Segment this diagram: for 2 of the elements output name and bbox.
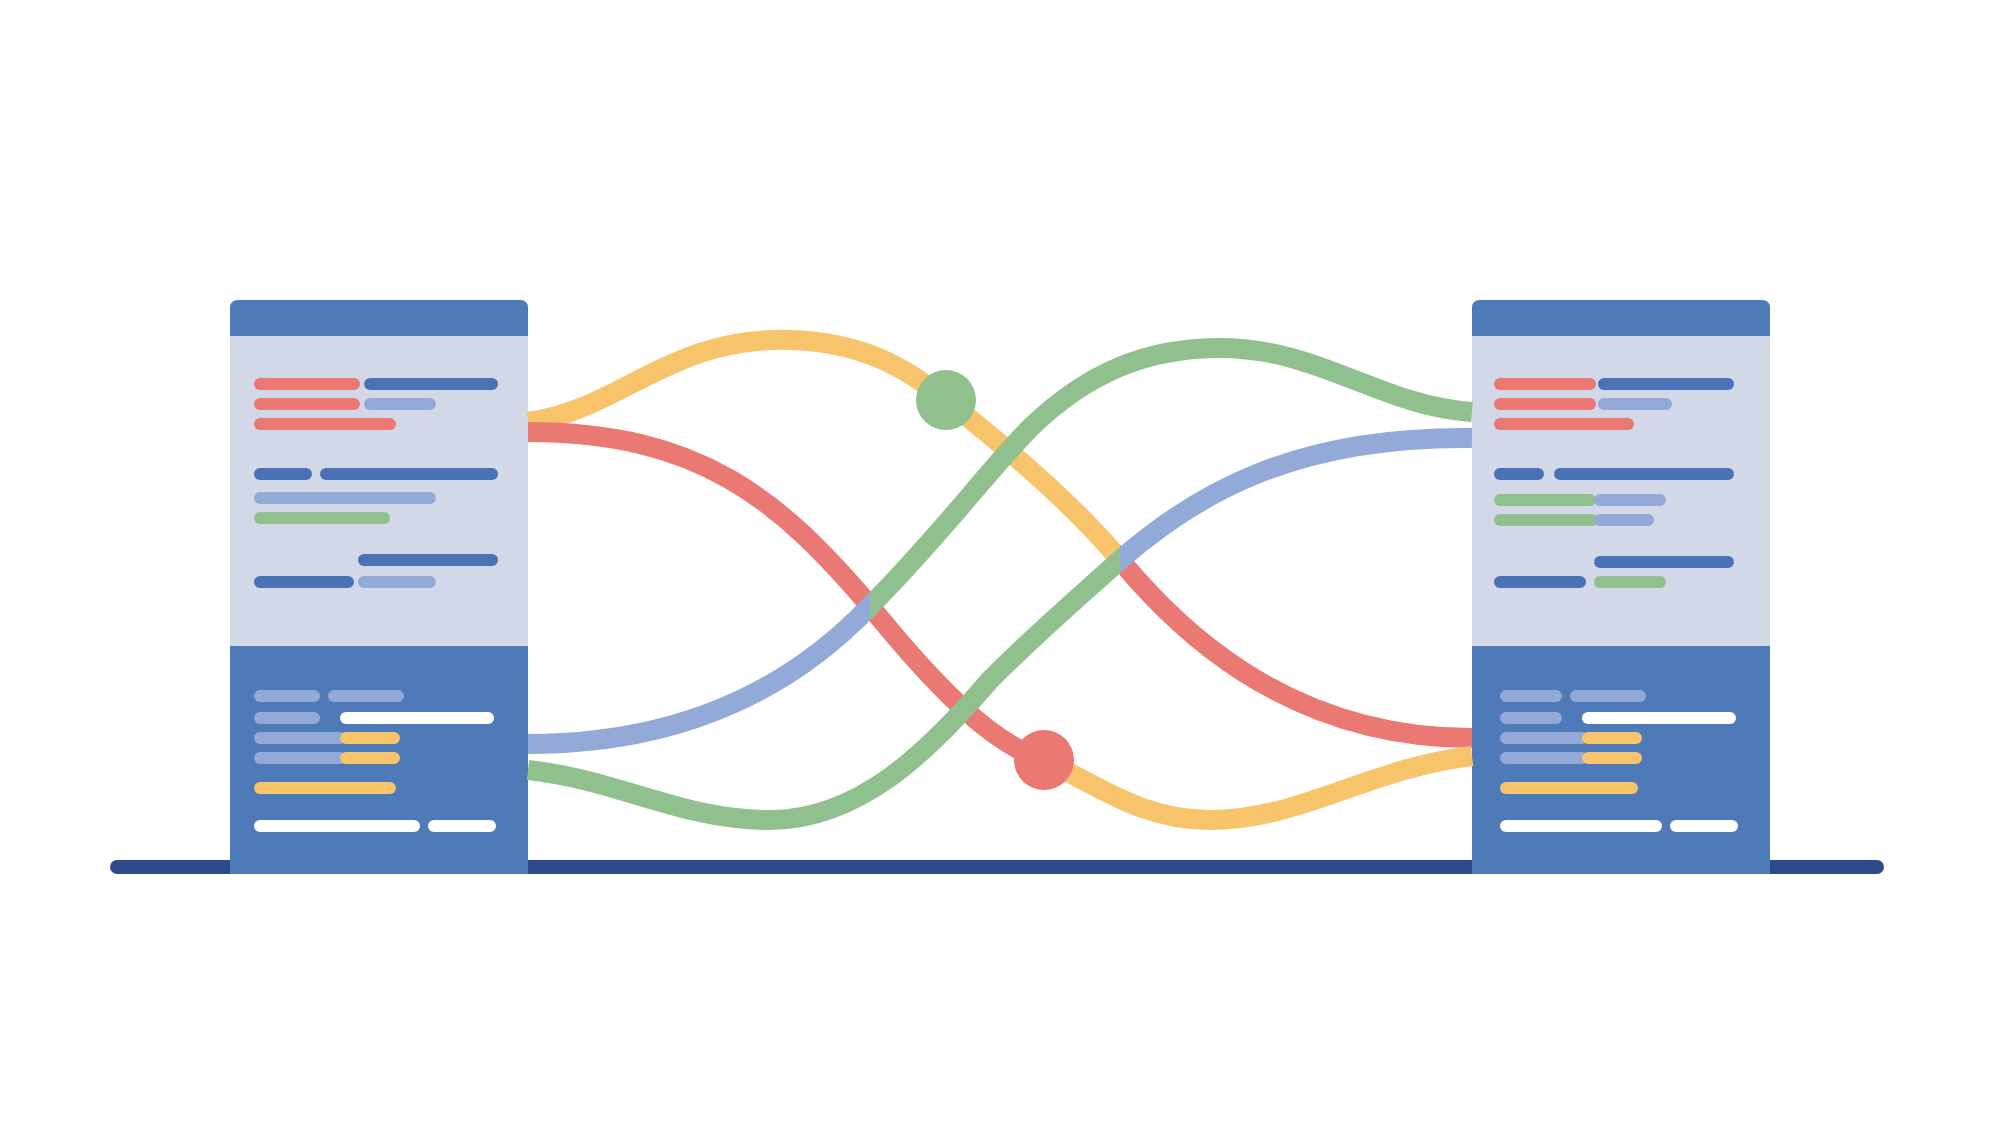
document-panel-drawing [230, 300, 528, 874]
document-panel-drawing [1472, 300, 1770, 874]
